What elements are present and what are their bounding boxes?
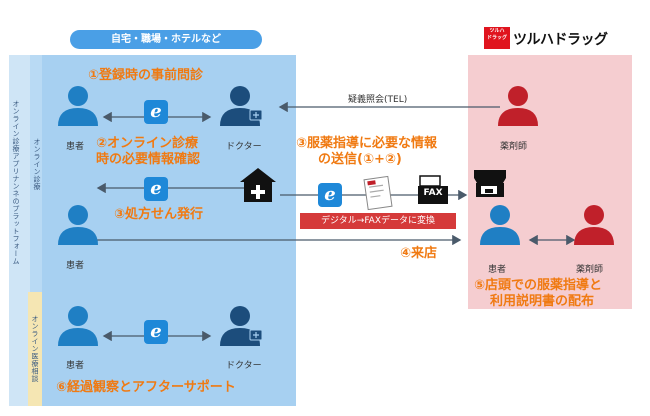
step3-label-line2: の送信(①+②) (318, 152, 402, 167)
step2-label-line2: 時の必要情報確認 (96, 152, 201, 167)
consult-zone (28, 292, 42, 406)
patient-label: 患者 (66, 361, 85, 371)
step5-label-line1: ⑤店頭での服薬指導と (474, 278, 603, 293)
clinic-label: オンライン診療 (33, 138, 41, 191)
step6-label: ⑥経過観察とアフターサポート (56, 380, 236, 395)
consult-label: オンライン医療相談 (31, 315, 39, 383)
pharmacist-icon (498, 86, 538, 126)
browser-icon: e (144, 177, 168, 201)
patient-label: 患者 (66, 261, 85, 271)
step3-label-line1: ③服薬指導に必要な情報 (296, 136, 438, 151)
step5-label-line2: 利用説明書の配布 (490, 294, 595, 309)
step1-label: ①登録時の事前問診 (88, 68, 204, 83)
pharmacist-label: 薬剤師 (500, 142, 528, 152)
patient-icon (58, 205, 98, 245)
step4-label: ④来店 (400, 246, 438, 261)
patient-label: 患者 (488, 265, 507, 275)
pharmacy-store-icon (474, 170, 506, 197)
pharmacy-zone (468, 55, 632, 227)
doctor-icon (220, 86, 263, 126)
patient-icon (58, 306, 98, 346)
brand-name: ツルハドラッグ (513, 32, 608, 48)
pharmacist-icon (574, 205, 614, 245)
browser-icon: e (318, 183, 342, 207)
step2-label-line1: ②オンライン診療 (96, 136, 199, 151)
browser-icon: e (144, 320, 168, 344)
patient-icon (58, 86, 98, 126)
clinic-icon (240, 168, 276, 202)
doctor-icon (220, 306, 263, 346)
brand-logo-mark: ツルハ ドラッグ (484, 27, 510, 49)
brand-mark-line2: ドラッグ (486, 35, 507, 41)
doctor-label: ドクター (226, 142, 262, 152)
browser-icon: e (144, 100, 168, 124)
fax-label: FAX (423, 188, 443, 198)
step3b-label: ③処方せん発行 (114, 207, 204, 222)
pharmacist-label: 薬剤師 (576, 265, 604, 275)
location-banner: 自宅・職場・ホテルなど (70, 30, 262, 49)
brand-mark-line1: ツルハ (489, 28, 505, 34)
patient-label: 患者 (66, 142, 85, 152)
inquiry-label: 疑義照会(TEL) (348, 95, 408, 105)
fax-icon (418, 175, 448, 204)
document-icon (363, 175, 393, 211)
doctor-label: ドクター (226, 361, 262, 371)
patient-icon (480, 205, 520, 245)
digital-fax-banner: デジタル→FAXデータに変換 (300, 213, 456, 229)
platform-label: オンライン診療アプリナンネのプラットフォーム (12, 100, 20, 265)
